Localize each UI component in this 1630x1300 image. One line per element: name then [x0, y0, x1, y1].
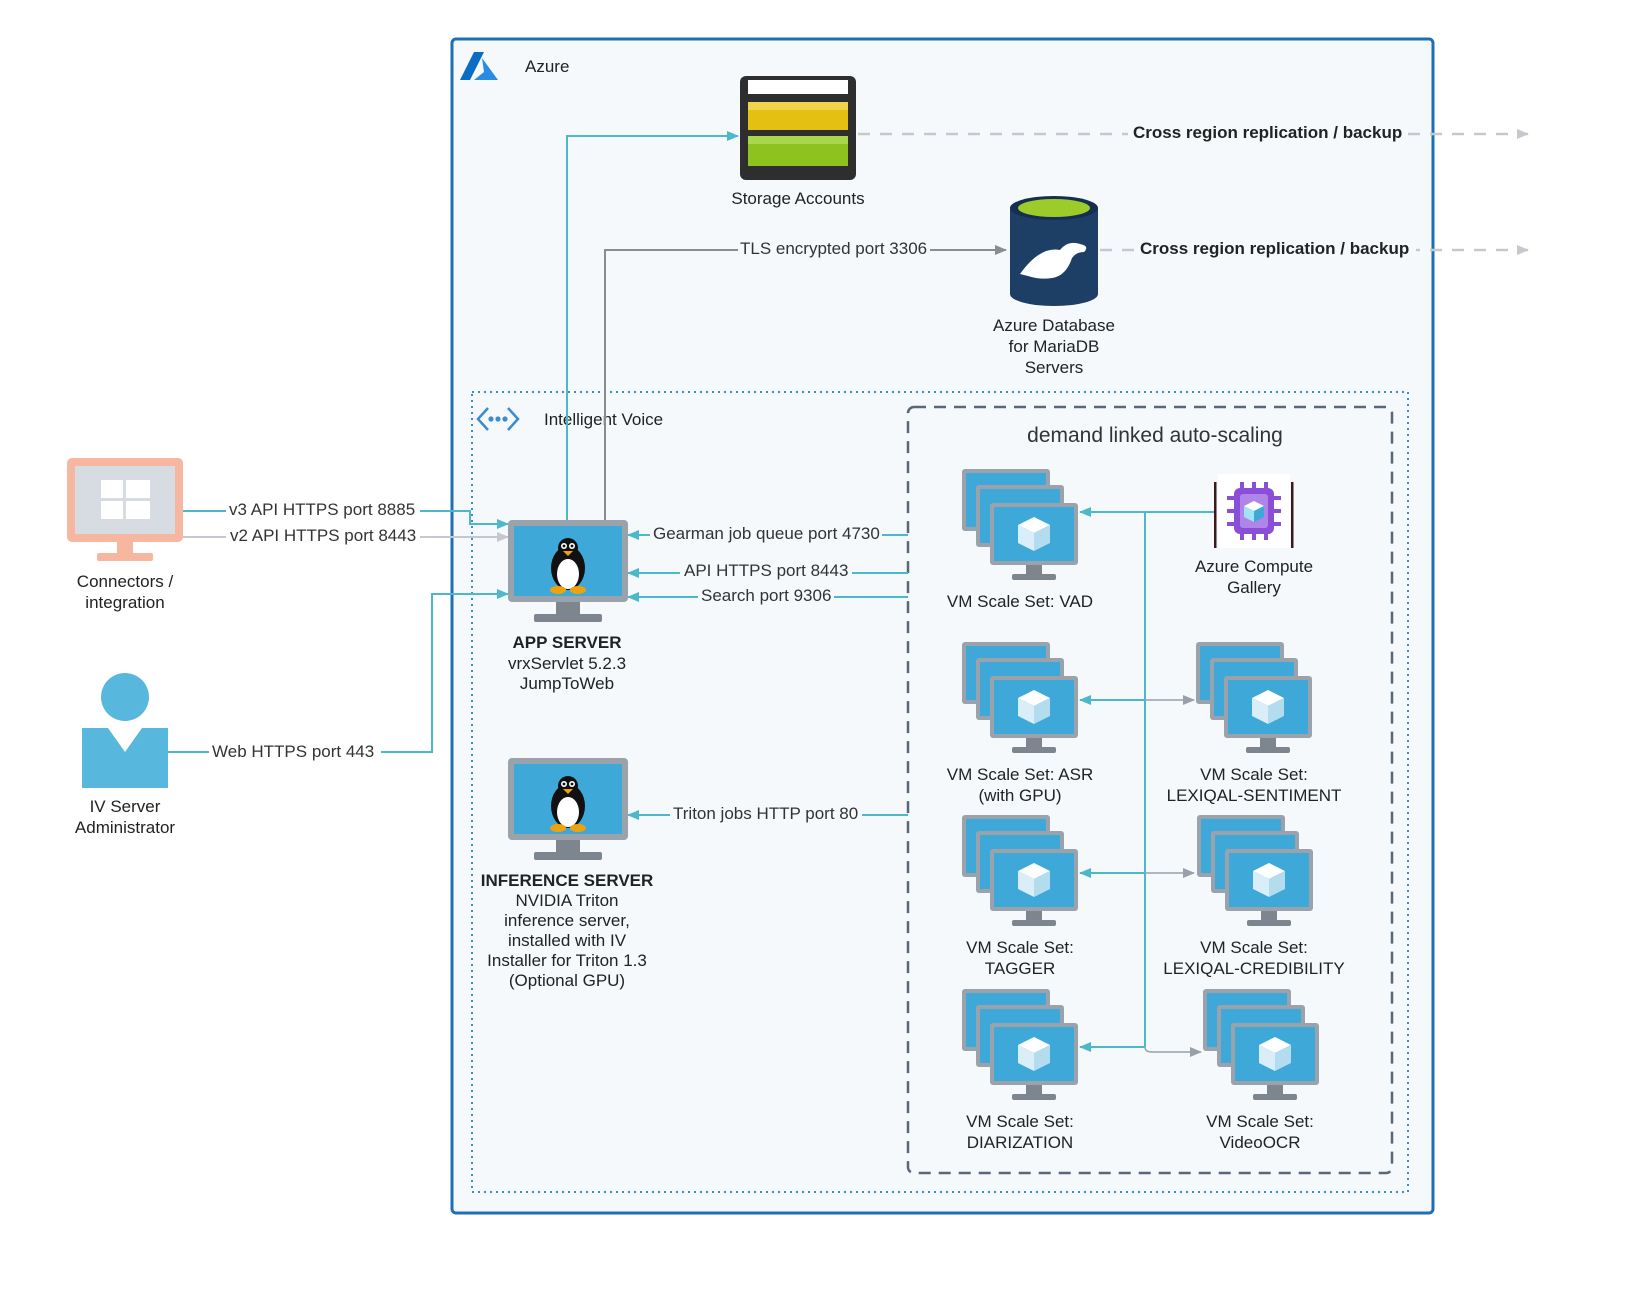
virtual-network-icon: [476, 407, 520, 431]
vmss-lexiqal-sentiment-node[interactable]: VM Scale Set: LEXIQAL-SENTIMENT: [1167, 642, 1342, 805]
vmss-sentiment-label-line1: VM Scale Set:: [1200, 765, 1308, 784]
autoscale-zone: [906, 405, 1394, 1175]
connectors-label-line1: Connectors /: [77, 572, 174, 591]
vmss-videoocr-label-line2: VideoOCR: [1220, 1133, 1301, 1152]
compute-gallery-icon: [1214, 474, 1294, 548]
edge-app-storage: [566, 131, 739, 520]
inference-server-line2: inference server,: [504, 911, 630, 930]
edge-label-v2-api: v2 API HTTPS port 8443: [230, 526, 416, 545]
vmss-credibility-label-line1: VM Scale Set:: [1200, 938, 1308, 957]
intelligent-voice-label: Intelligent Voice: [544, 410, 663, 429]
inference-server-line4: Installer for Triton 1.3: [487, 951, 647, 970]
admin-label-line1: IV Server: [90, 797, 161, 816]
vmss-diarization-node[interactable]: VM Scale Set: DIARIZATION: [962, 989, 1078, 1152]
admin-label-line2: Administrator: [75, 818, 175, 837]
inference-server-line5: (Optional GPU): [509, 971, 625, 990]
vmss-tagger-node[interactable]: VM Scale Set: TAGGER: [962, 815, 1078, 978]
edge-label-api-https: API HTTPS port 8443: [684, 561, 848, 580]
gallery-label-line2: Gallery: [1227, 578, 1281, 597]
vmss-asr-label-line2: (with GPU): [978, 786, 1061, 805]
app-server-node[interactable]: APP SERVER vrxServlet 5.2.3 JumpToWeb: [508, 520, 628, 693]
vmss-diarization-label-line1: VM Scale Set:: [966, 1112, 1074, 1131]
vmss-diarization-label-line2: DIARIZATION: [967, 1133, 1073, 1152]
vmss-lexiqal-credibility-node[interactable]: VM Scale Set: LEXIQAL-CREDIBILITY: [1163, 815, 1345, 978]
connectors-label-line2: integration: [85, 593, 164, 612]
edge-gallery-videoocr: [1144, 1046, 1202, 1057]
vmss-asr-node[interactable]: VM Scale Set: ASR (with GPU): [947, 642, 1093, 805]
vmss-tagger-label-line1: VM Scale Set:: [966, 938, 1074, 957]
vmss-tagger-label-line2: TAGGER: [985, 959, 1056, 978]
intelligent-voice-zone: [471, 391, 1409, 1193]
vmss-vad-node[interactable]: VM Scale Set: VAD: [947, 469, 1093, 611]
edge-label-replication-storage: Cross region replication / backup: [1133, 123, 1402, 142]
azure-zone: [450, 37, 1435, 1215]
connectors-node[interactable]: Connectors / integration: [67, 458, 183, 612]
app-server-line2: JumpToWeb: [520, 674, 614, 693]
storage-label: Storage Accounts: [731, 189, 864, 208]
person-icon: [82, 673, 168, 788]
inference-server-title: INFERENCE SERVER: [481, 871, 654, 890]
windows-pc-icon: [67, 458, 183, 561]
mariadb-node[interactable]: Azure Database for MariaDB Servers: [993, 196, 1115, 377]
autoscale-label: demand linked auto-scaling: [1027, 424, 1283, 447]
mariadb-label-line1: Azure Database: [993, 316, 1115, 335]
azure-zone-label: Azure: [525, 57, 569, 76]
gallery-label-line1: Azure Compute: [1195, 557, 1313, 576]
inference-server-node[interactable]: INFERENCE SERVER NVIDIA Triton inference…: [481, 758, 654, 990]
mariadb-label-line3: Servers: [1025, 358, 1084, 377]
edge-label-triton: Triton jobs HTTP port 80: [673, 804, 858, 823]
vmss-asr-label-line1: VM Scale Set: ASR: [947, 765, 1093, 784]
edge-label-gearman: Gearman job queue port 4730: [653, 524, 880, 543]
vmss-vad-label-line1: VM Scale Set: VAD: [947, 592, 1093, 611]
app-server-title: APP SERVER: [513, 633, 622, 652]
app-server-line1: vrxServlet 5.2.3: [508, 654, 626, 673]
vmss-videoocr-label-line1: VM Scale Set:: [1206, 1112, 1314, 1131]
storage-account-icon: [740, 76, 856, 180]
edge-label-v3-api: v3 API HTTPS port 8885: [229, 500, 415, 519]
gallery-node[interactable]: Azure Compute Gallery: [1195, 474, 1313, 597]
mariadb-label-line2: for MariaDB: [1009, 337, 1100, 356]
vmss-credibility-label-line2: LEXIQAL-CREDIBILITY: [1163, 959, 1344, 978]
vmss-sentiment-label-line2: LEXIQAL-SENTIMENT: [1167, 786, 1342, 805]
storage-node[interactable]: Storage Accounts: [731, 76, 865, 208]
admin-node[interactable]: IV Server Administrator: [75, 673, 175, 837]
edge-label-search: Search port 9306: [701, 586, 831, 605]
edge-label-replication-db: Cross region replication / backup: [1140, 239, 1409, 258]
inference-server-line1: NVIDIA Triton: [516, 891, 619, 910]
mariadb-icon: [1010, 196, 1098, 306]
azure-logo-icon: [460, 52, 498, 80]
vmss-videoocr-node[interactable]: VM Scale Set: VideoOCR: [1203, 989, 1319, 1152]
edge-label-tls: TLS encrypted port 3306: [740, 239, 927, 258]
edge-label-web: Web HTTPS port 443: [212, 742, 374, 761]
inference-server-line3: installed with IV: [508, 931, 627, 950]
